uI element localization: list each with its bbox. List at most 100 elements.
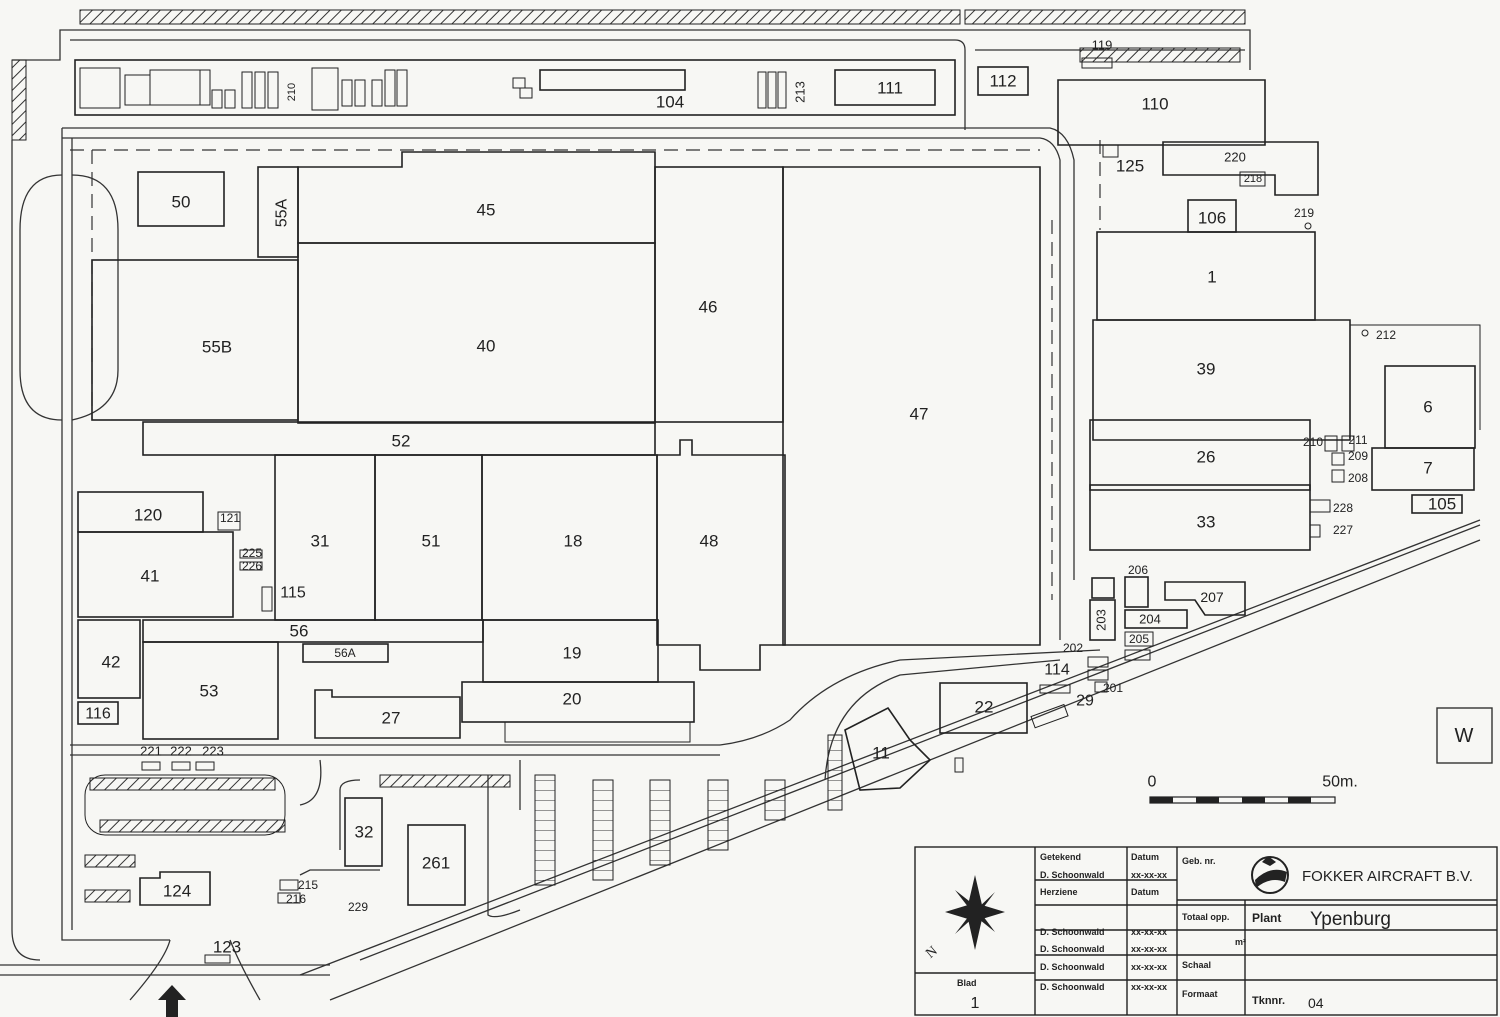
label-219: 219 <box>1294 206 1314 220</box>
building-48 <box>656 439 786 671</box>
label-31: 31 <box>311 532 330 551</box>
label-39: 39 <box>1197 360 1216 379</box>
roads <box>0 9 1481 1001</box>
label-210b: 210 <box>1303 435 1323 449</box>
building-32 <box>344 797 383 867</box>
label-223: 223 <box>202 744 224 759</box>
scale-start: 0 <box>1148 774 1157 791</box>
building-50 <box>137 171 225 227</box>
tb-date2-label: Datum <box>1131 887 1159 897</box>
label-218: 218 <box>1244 173 1262 185</box>
label-40: 40 <box>477 337 496 356</box>
top-strip <box>74 59 956 116</box>
building-45 <box>297 151 656 244</box>
label-210a: 210 <box>286 83 298 101</box>
label-50: 50 <box>172 193 191 212</box>
label-211: 211 <box>1348 433 1367 447</box>
building-124 <box>139 871 211 906</box>
tb-format-label: Formaat <box>1182 989 1218 999</box>
tb-row-2-name: D. Schoonwald <box>1040 944 1105 954</box>
tb-company: FOKKER AIRCRAFT B.V. <box>1302 868 1473 885</box>
label-261: 261 <box>422 854 450 873</box>
building-204 <box>1124 609 1188 629</box>
label-209: 209 <box>1348 449 1368 463</box>
tb-sheet-value: 1 <box>971 995 980 1012</box>
label-33: 33 <box>1197 513 1216 532</box>
label-227: 227 <box>1333 523 1353 537</box>
label-204: 204 <box>1139 612 1161 627</box>
building-207 <box>1164 581 1246 616</box>
building-1 <box>1096 231 1316 321</box>
label-48: 48 <box>700 532 719 551</box>
label-27: 27 <box>382 709 401 728</box>
building-46 <box>654 166 784 423</box>
label-221: 221 <box>140 744 162 759</box>
svg-text:N: N <box>923 944 940 962</box>
building-112 <box>977 66 1029 96</box>
building-27 <box>314 689 461 739</box>
building-42 <box>77 619 141 699</box>
tb-plant-label: Plant <box>1252 911 1281 925</box>
scale-bar: 0 50m. <box>1148 774 1358 804</box>
label-55a: 55A <box>274 198 291 227</box>
label-41: 41 <box>141 567 160 586</box>
label-206: 206 <box>1128 563 1148 577</box>
label-202: 202 <box>1063 641 1083 655</box>
building-40 <box>297 242 656 424</box>
label-212: 212 <box>1376 328 1396 342</box>
label-46: 46 <box>699 298 718 317</box>
tb-area-label: Totaal opp. <box>1182 912 1229 922</box>
building-7 <box>1371 447 1475 491</box>
label-112: 112 <box>989 72 1016 91</box>
label-215: 215 <box>298 878 318 892</box>
label-220: 220 <box>1224 150 1246 165</box>
label-47: 47 <box>910 405 929 424</box>
label-56a: 56A <box>334 646 355 660</box>
building-110 <box>1057 79 1266 146</box>
tb-row-4-date: xx-xx-xx <box>1131 982 1167 992</box>
label-32: 32 <box>355 823 374 842</box>
label-105: 105 <box>1428 495 1456 514</box>
label-114: 114 <box>1044 662 1070 679</box>
tb-row-1-name: D. Schoonwald <box>1040 927 1105 937</box>
label-205: 205 <box>1129 632 1149 646</box>
label-226: 226 <box>242 559 262 573</box>
building-116 <box>77 701 119 725</box>
label-56: 56 <box>290 622 309 641</box>
label-51: 51 <box>422 532 441 551</box>
tb-row-3-name: D. Schoonwald <box>1040 962 1105 972</box>
label-22: 22 <box>975 698 994 717</box>
label-19: 19 <box>563 644 582 663</box>
label-53: 53 <box>200 682 219 701</box>
north-star-icon: N <box>923 875 1005 962</box>
buildings <box>77 57 1481 964</box>
building-203 <box>1089 599 1116 641</box>
label-42: 42 <box>102 653 121 672</box>
building-labels: 104 111 112 110 119 213 210 125 220 218 … <box>85 38 1456 957</box>
label-116: 116 <box>85 706 111 723</box>
tb-sheet-label: Blad <box>957 978 977 988</box>
label-213: 213 <box>793 81 808 103</box>
fokker-logo-icon <box>1251 856 1289 894</box>
label-45: 45 <box>477 201 496 220</box>
label-229: 229 <box>348 900 368 914</box>
label-201: 201 <box>1103 681 1123 695</box>
compass-box: W <box>1436 707 1493 764</box>
building-56 <box>142 619 484 643</box>
building-53 <box>142 641 279 740</box>
tb-drawing-no-label: Tknnr. <box>1252 995 1285 1007</box>
label-121: 121 <box>220 511 240 525</box>
title-block: N Getekend Datum Geb. nr. D. Schoonwald … <box>914 846 1498 1016</box>
tb-row-0-name: D. Schoonwald <box>1040 870 1105 880</box>
label-11: 11 <box>872 744 890 763</box>
building-111 <box>834 69 936 106</box>
tb-revised-label: Herziene <box>1040 887 1078 897</box>
tb-date-label: Datum <box>1131 852 1159 862</box>
label-207: 207 <box>1200 589 1224 605</box>
tb-row-0-date: xx-xx-xx <box>1131 870 1167 880</box>
label-7: 7 <box>1423 459 1432 478</box>
building-261 <box>407 824 466 906</box>
label-203: 203 <box>1094 609 1109 631</box>
building-55b <box>91 259 299 421</box>
